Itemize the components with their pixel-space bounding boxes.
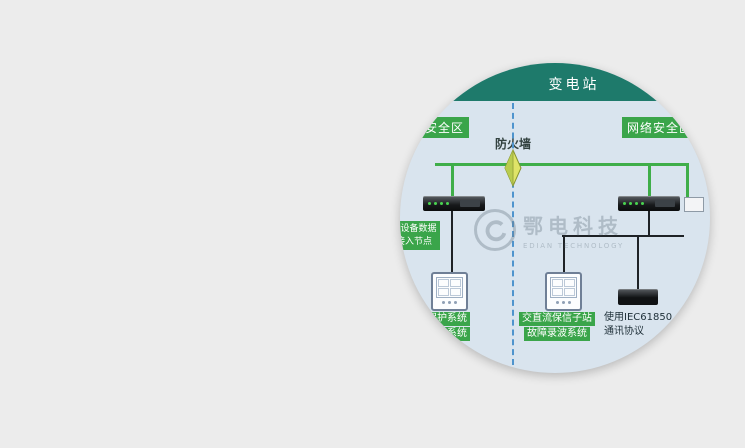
protection-relay-left xyxy=(431,272,468,311)
line-switch-right-down xyxy=(648,211,650,237)
left-device-label: 保护系统 录波系统 xyxy=(400,312,470,341)
watermark-logo-icon xyxy=(474,209,516,251)
line-to-middle-relay xyxy=(563,235,565,273)
diagram-header: 变电站 xyxy=(400,63,710,101)
relay-indicators xyxy=(436,301,463,304)
line-switch-to-relay-left xyxy=(451,211,453,273)
watermark: 鄂电科技 EDIAN TECHNOLOGY xyxy=(474,209,624,251)
bus-drop-far-right xyxy=(686,163,689,197)
access-node-label-line2: 接入节点 xyxy=(400,236,432,247)
protection-relay-middle xyxy=(545,272,582,311)
access-node-label: 主设备数据 接入节点 xyxy=(400,221,440,251)
gateway-device xyxy=(618,289,658,305)
relay-panel xyxy=(550,277,577,298)
switch-port-panel xyxy=(460,200,480,207)
network-switch-left xyxy=(423,196,485,211)
partial-device-right-edge xyxy=(684,197,704,212)
middle-device-label-line2: 故障录波系统 xyxy=(524,327,590,341)
left-device-label-line1: 保护系统 xyxy=(424,312,470,326)
bus-drop-left xyxy=(451,163,454,197)
substation-diagram-circle: 变电站 网络安全区 网络安全区 防火墙 xyxy=(400,63,710,373)
right-device-label-line1: 使用IEC61850 xyxy=(604,312,673,323)
middle-device-label: 交直流保信子站 故障录波系统 xyxy=(502,312,612,341)
switch-port-panel xyxy=(655,200,675,207)
zone-label-right: 网络安全区 xyxy=(622,117,698,138)
middle-device-label-line1: 交直流保信子站 xyxy=(519,312,595,326)
switch-led-lights xyxy=(428,202,449,205)
relay-indicators xyxy=(550,301,577,304)
diagram-title: 变电站 xyxy=(548,77,600,93)
watermark-text-block: 鄂电科技 EDIAN TECHNOLOGY xyxy=(523,210,624,250)
right-device-label-line2: 通讯协议 xyxy=(604,326,644,337)
zone-label-left: 网络安全区 xyxy=(400,117,470,138)
right-device-label: 使用IEC61850 通讯协议 xyxy=(604,313,710,341)
relay-panel xyxy=(436,277,463,298)
access-node-label-line1: 主设备数据 xyxy=(400,224,437,234)
firewall-icon xyxy=(504,148,522,191)
security-boundary-dashed-line xyxy=(512,103,514,365)
network-bus-line xyxy=(435,163,689,166)
switch-led-lights xyxy=(623,202,644,205)
line-to-gateway xyxy=(637,235,639,290)
lower-bus-line-right xyxy=(562,235,684,237)
left-device-label-line2: 录波系统 xyxy=(424,327,470,341)
network-switch-right xyxy=(618,196,680,211)
watermark-tagline: EDIAN TECHNOLOGY xyxy=(523,242,625,250)
bus-drop-right xyxy=(648,163,651,197)
